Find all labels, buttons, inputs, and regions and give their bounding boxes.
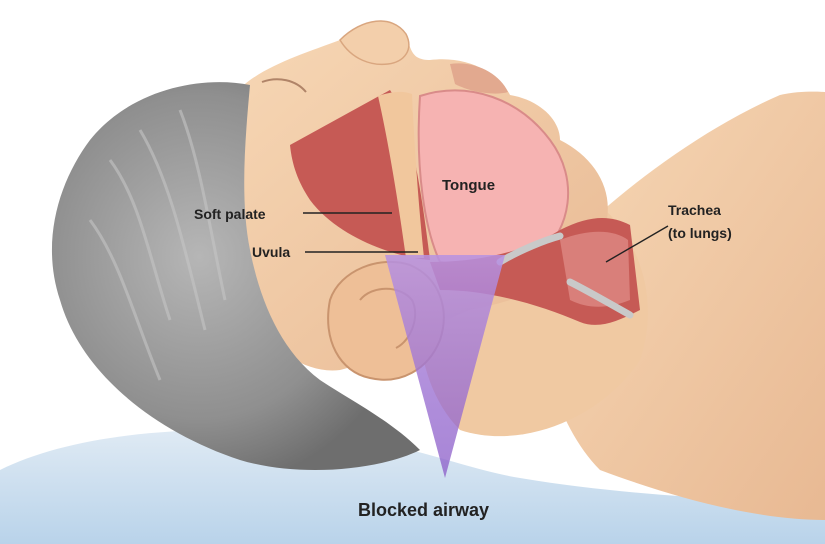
uvula-label: Uvula — [252, 244, 290, 260]
soft-palate-label: Soft palate — [194, 206, 266, 222]
trachea-sublabel: (to lungs) — [668, 225, 732, 241]
blocked-airway-label: Blocked airway — [358, 500, 489, 520]
tongue-label: Tongue — [442, 177, 495, 194]
trachea-label: Trachea — [668, 202, 721, 218]
